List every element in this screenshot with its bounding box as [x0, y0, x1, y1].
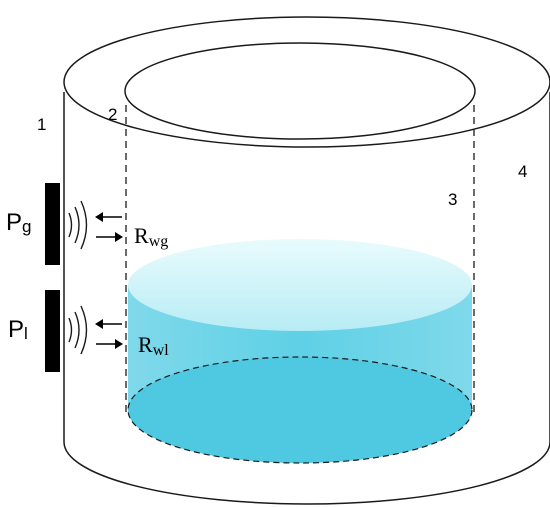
liquid-surface	[128, 239, 472, 331]
sound-wave-icon	[68, 200, 88, 250]
arrow-right-icon	[96, 232, 123, 242]
wall-label-1: 1	[37, 115, 46, 134]
wall-label-2: 2	[108, 105, 117, 124]
liquid-sensor	[45, 290, 60, 372]
liquid-reflection-label: Rwl	[138, 332, 169, 359]
gas-reflection-label: Rwg	[134, 223, 168, 250]
wall-label-4: 4	[518, 162, 527, 181]
arrow-left-icon	[95, 212, 122, 222]
liquid-sensor-group: Pl Rwl	[8, 290, 169, 372]
gas-sensor-label: Pg	[6, 209, 31, 236]
arrow-right-icon	[96, 339, 123, 349]
wall-label-3: 3	[448, 190, 457, 209]
outer-cylinder-wall	[63, 92, 550, 505]
inner-top-rim	[124, 42, 476, 140]
gas-sensor-group: Pg Rwg	[6, 183, 168, 265]
sound-wave-icon	[68, 305, 88, 355]
arrow-left-icon	[95, 319, 122, 329]
liquid-bottom	[127, 356, 473, 464]
gas-sensor	[45, 183, 60, 265]
liquid-sensor-label: Pl	[8, 316, 28, 343]
